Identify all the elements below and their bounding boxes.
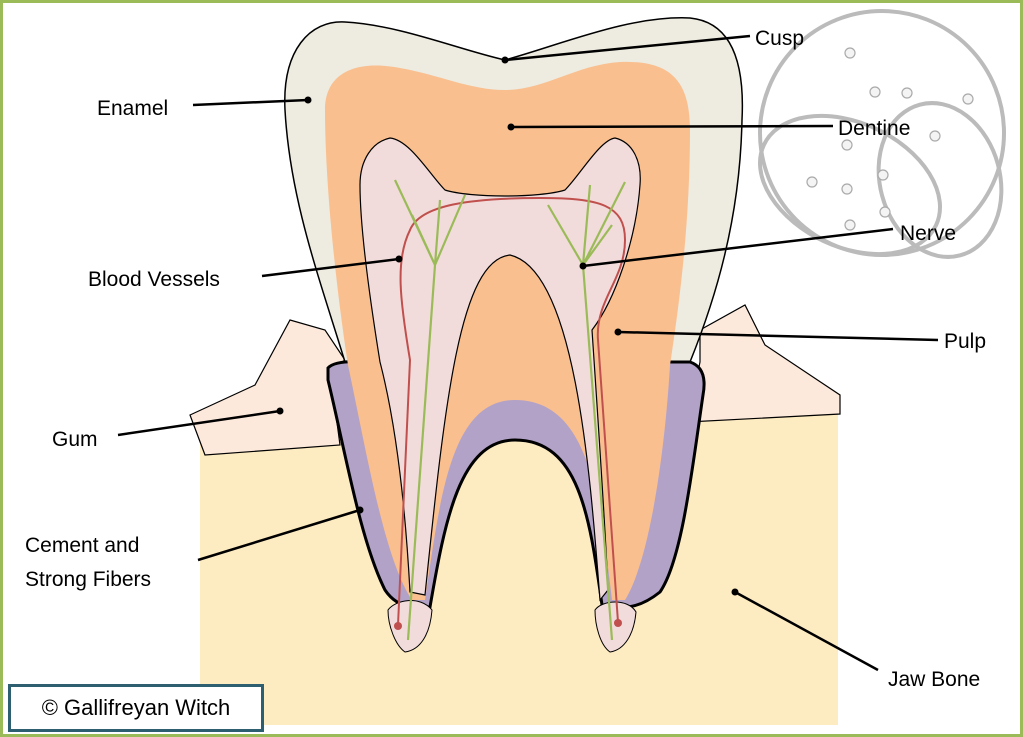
label-dentine: Dentine [838, 117, 910, 140]
label-jaw-bone: Jaw Bone [888, 668, 980, 691]
label-cement-line2: Strong Fibers [25, 568, 151, 591]
label-cusp: Cusp [755, 27, 804, 50]
vessel-end [614, 619, 622, 627]
copyright-notice: © Gallifreyan Witch [8, 684, 264, 732]
label-pulp: Pulp [944, 330, 986, 353]
magnified-view [758, 9, 1006, 259]
vessel-end [394, 622, 402, 630]
jaw-bone [200, 410, 838, 725]
label-enamel: Enamel [97, 97, 168, 120]
root-tip-right [594, 601, 637, 653]
label-cement-line1: Cement and [25, 534, 139, 557]
label-nerve: Nerve [900, 222, 956, 245]
blood-vessels [397, 196, 627, 626]
dentine-tubules [806, 47, 974, 231]
label-blood-vessels: Blood Vessels [88, 268, 220, 291]
label-gum: Gum [52, 428, 98, 451]
leader-dots [276, 56, 739, 596]
leader-lines [117, 34, 939, 672]
